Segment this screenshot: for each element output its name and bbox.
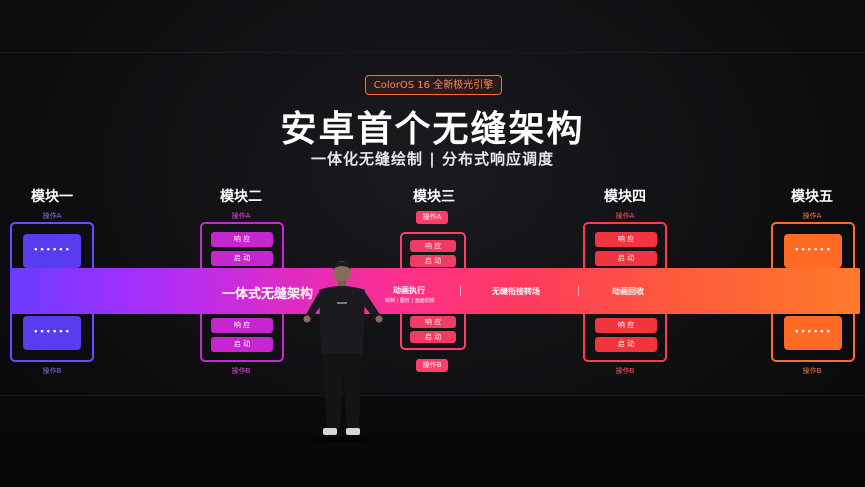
module-5-title: 模块五 bbox=[791, 189, 833, 205]
band-main-label: 一体式无缝架构 bbox=[222, 287, 314, 302]
module-1-placeholder-bottom: •••••• bbox=[33, 327, 71, 338]
module-5-placeholder-bottom: •••••• bbox=[794, 327, 832, 338]
module-2-pill-top-1: 响 应 bbox=[211, 232, 273, 247]
band-stage-1: 动画执行 bbox=[393, 286, 425, 295]
stage-floor bbox=[0, 395, 865, 487]
module-1-op-b: 操作B bbox=[42, 367, 62, 375]
module-4-pill-bottom-2: 启 动 bbox=[595, 337, 657, 352]
module-1-placeholder-top: •••••• bbox=[33, 245, 71, 256]
module-4-op-b: 操作B bbox=[615, 367, 635, 375]
module-3-frame: 响 应 启 动 响 应 启 动 bbox=[400, 232, 466, 350]
band-separator-1 bbox=[460, 286, 461, 296]
band-stage-1-sub: 绘制 | 图形 | 画面调度 bbox=[385, 298, 435, 304]
module-3-pill-bottom-1: 响 应 bbox=[410, 316, 456, 328]
module-4-pill-top-1: 响 应 bbox=[595, 232, 657, 247]
module-1-op-a: 操作A bbox=[42, 212, 62, 220]
slide-title: 安卓首个无缝架构 bbox=[280, 109, 585, 150]
stage-floor-line bbox=[0, 395, 865, 396]
module-3-pill-bottom-2: 启 动 bbox=[410, 331, 456, 343]
product-tag: ColorOS 16 全新极光引擎 bbox=[365, 75, 502, 95]
module-2-title: 模块二 bbox=[220, 189, 262, 205]
module-4-pill-bottom-1: 响 应 bbox=[595, 318, 657, 333]
band-separator-2 bbox=[578, 286, 579, 296]
module-2-op-a: 操作A bbox=[231, 212, 251, 220]
band-stage-2: 无缝衔接转场 bbox=[492, 287, 540, 296]
module-1-block-top: •••••• bbox=[23, 234, 81, 268]
module-1-title: 模块一 bbox=[31, 189, 73, 205]
module-5-op-a: 操作A bbox=[802, 212, 822, 220]
module-3-op-a: 操作A bbox=[416, 211, 448, 224]
module-4-title: 模块四 bbox=[604, 189, 646, 205]
module-4-op-a: 操作A bbox=[615, 212, 635, 220]
module-2-pill-bottom-2: 启 动 bbox=[211, 337, 273, 352]
module-3-title: 模块三 bbox=[413, 189, 455, 205]
presenter-figure bbox=[303, 261, 383, 443]
module-3-op-b: 操作B bbox=[416, 359, 448, 372]
module-3-pill-top-1: 响 应 bbox=[410, 240, 456, 252]
screen-edge bbox=[0, 52, 865, 53]
module-4-pill-top-2: 启 动 bbox=[595, 251, 657, 266]
module-2-pill-bottom-1: 响 应 bbox=[211, 318, 273, 333]
module-2-pill-top-2: 启 动 bbox=[211, 251, 273, 266]
module-3-pill-top-2: 启 动 bbox=[410, 255, 456, 267]
architecture-band bbox=[10, 268, 860, 314]
module-5-placeholder-top: •••••• bbox=[794, 245, 832, 256]
module-5-op-b: 操作B bbox=[802, 367, 822, 375]
slide-subtitle: 一体化无缝绘制 | 分布式响应调度 bbox=[311, 150, 554, 168]
module-5-block-bottom: •••••• bbox=[784, 316, 842, 350]
module-5-block-top: •••••• bbox=[784, 234, 842, 268]
module-1-block-bottom: •••••• bbox=[23, 316, 81, 350]
band-stage-3: 动画回收 bbox=[612, 287, 644, 296]
module-2-op-b: 操作B bbox=[231, 367, 251, 375]
